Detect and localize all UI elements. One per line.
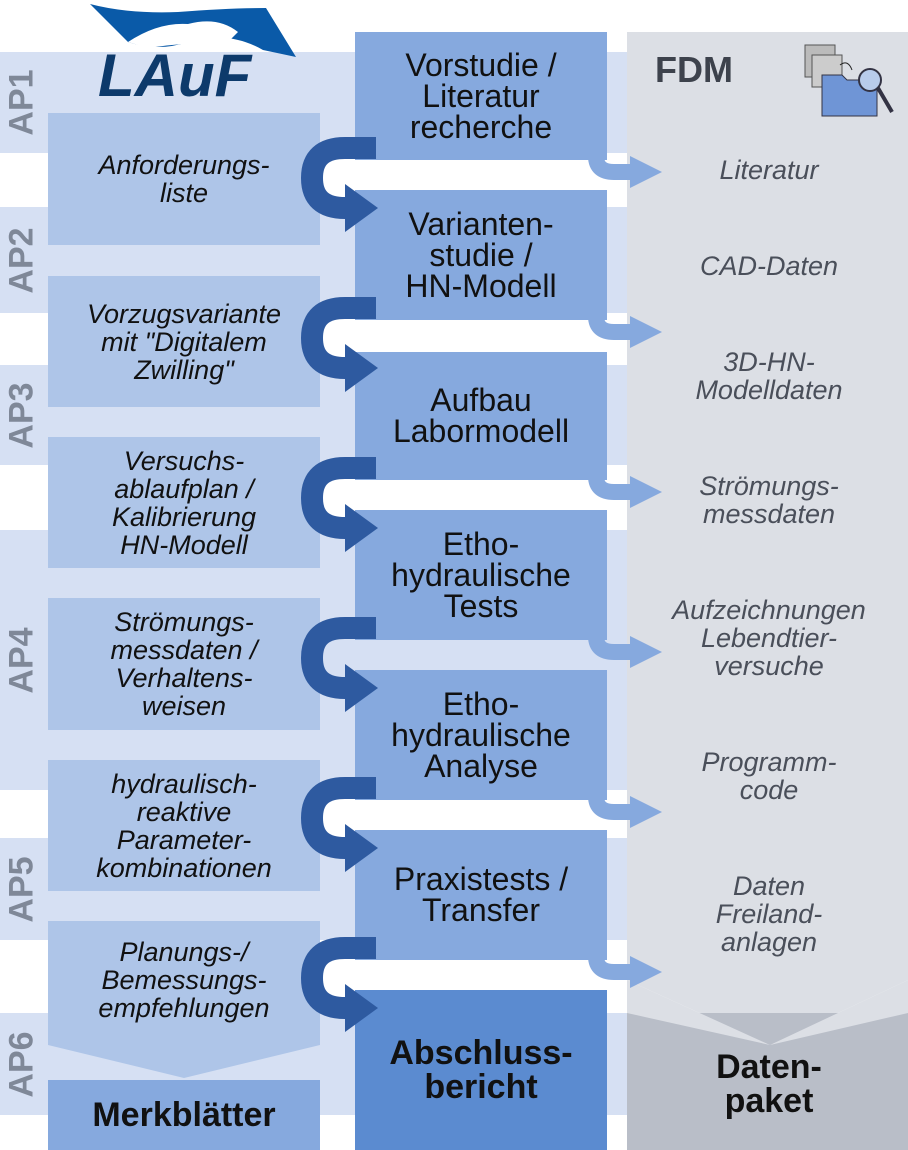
fdm-arrow	[588, 795, 635, 820]
step-2: Varianten- studie / HN-Modell	[355, 190, 607, 320]
fdm-arrow-head	[630, 156, 662, 188]
data-folder-magnifier-icon	[804, 44, 894, 117]
step-arrow-head	[345, 184, 378, 232]
step-arrow	[300, 617, 376, 699]
step-arrow-head	[345, 984, 378, 1032]
fdm-arrow-head	[630, 796, 662, 828]
fdm-item-7: Daten Freiland- anlagen	[715, 871, 823, 957]
step-3: Aufbau Labormodell	[355, 352, 607, 480]
fdm-arrow	[588, 475, 635, 500]
lauf-logo: LAuF	[90, 4, 296, 102]
step-arrow	[300, 777, 376, 859]
datenpaket-box: Daten- paket	[716, 1048, 822, 1120]
step-4: Etho- hydraulische Tests	[355, 510, 607, 640]
left-box-2: Vorzugsvariante mit "Digitalem Zwilling"	[48, 276, 320, 407]
merkblaetter-box: Merkblätter	[48, 1080, 320, 1150]
left-box-3: Versuchs- ablaufplan / Kalibrierung HN-M…	[48, 437, 320, 568]
fdm-arrow	[588, 635, 635, 660]
left-box-1: Anforderungs- liste	[48, 113, 320, 245]
fdm-item-1: Literatur	[719, 155, 819, 185]
step-1: Vorstudie / Literatur recherche	[355, 32, 607, 160]
step-arrow	[300, 297, 376, 379]
fdm-arrow-head	[630, 956, 662, 988]
fdm-item-6: Programm- code	[701, 747, 837, 805]
step-arrow-head	[345, 824, 378, 872]
fdm-item-5: Aufzeichnungen Lebendtier- versuche	[672, 595, 866, 681]
left-box-4: Strömungs- messdaten / Verhaltens- weise…	[48, 598, 320, 730]
logo-text: LAuF	[98, 42, 253, 102]
step-6: Praxistests / Transfer	[355, 830, 607, 960]
step-5: Etho- hydraulische Analyse	[355, 670, 607, 800]
step-arrow-head	[345, 664, 378, 712]
left-box-6: Planungs-/ Bemessungs- empfehlungen	[98, 937, 270, 1023]
step-arrow-head	[345, 504, 378, 552]
step-arrow	[300, 137, 376, 219]
fdm-arrow	[588, 155, 635, 180]
fdm-arrow-head	[630, 636, 662, 668]
abschlussbericht-box: Abschluss- bericht	[355, 990, 607, 1150]
left-box-5: hydraulisch- reaktive Parameter- kombina…	[48, 760, 320, 891]
step-arrow-head	[345, 344, 378, 392]
fdm-item-3: 3D-HN- Modelldaten	[695, 347, 843, 405]
fdm-title: FDM	[655, 49, 733, 90]
fdm-item-2: CAD-Daten	[699, 251, 839, 281]
fdm-arrow	[588, 955, 635, 980]
fdm-arrow	[588, 315, 635, 340]
fdm-arrow-head	[630, 476, 662, 508]
step-arrow	[300, 457, 376, 539]
fdm-arrow-head	[630, 316, 662, 348]
fdm-item-4: Strömungs- messdaten	[699, 471, 839, 529]
step-arrow	[300, 937, 376, 1019]
